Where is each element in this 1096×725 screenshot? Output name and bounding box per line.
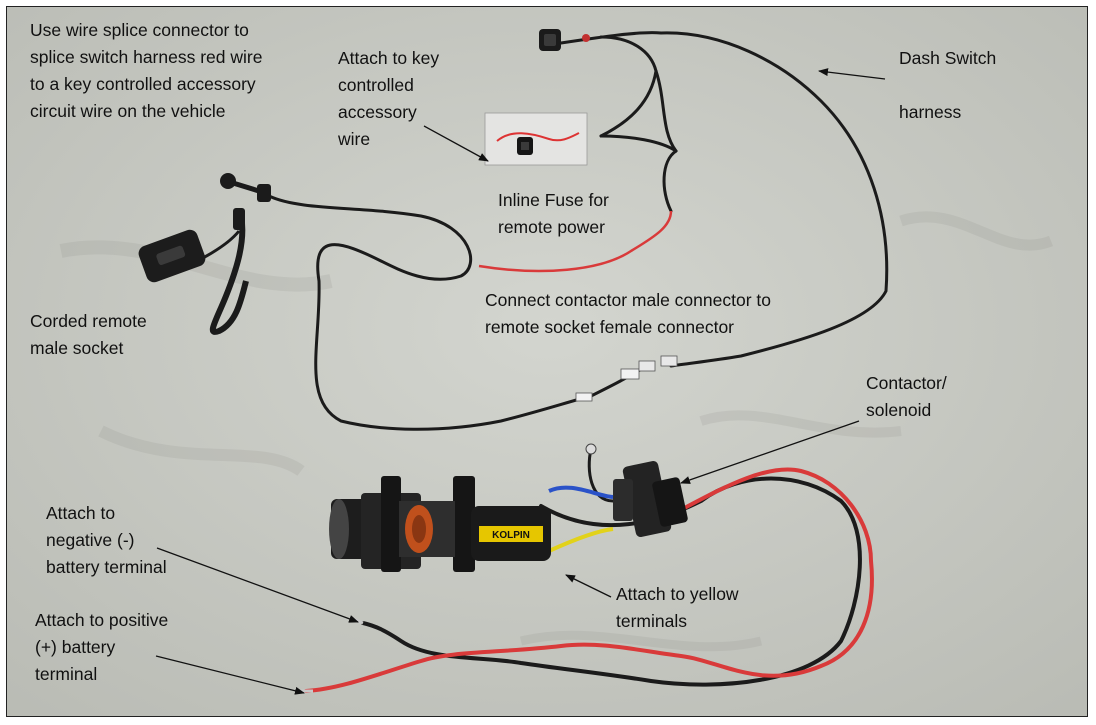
label-corded-remote: Corded remote male socket <box>30 311 147 358</box>
photo-illustration: KOLPIN <box>7 7 1087 716</box>
contactor-solenoid <box>585 443 688 538</box>
annotation-arrows <box>155 68 886 695</box>
label-positive-terminal: Attach to positive (+) battery terminal <box>35 610 169 684</box>
corded-remote-handset <box>138 173 271 335</box>
arrow-dash-switch <box>818 68 886 80</box>
label-contactor-connector: Connect contactor male connector to remo… <box>485 290 771 337</box>
winch-brand-label: KOLPIN <box>492 530 530 541</box>
label-splice-instructions: Use wire splice connector to splice swit… <box>30 20 263 121</box>
arrow-negative <box>156 547 359 623</box>
arrow-contactor <box>680 420 860 484</box>
label-yellow-terminals: Attach to yellow terminals <box>616 584 739 631</box>
label-key-accessory-wire: Attach to key controlled accessory wire <box>338 48 440 149</box>
winch: KOLPIN <box>329 476 551 572</box>
label-dash-switch-harness: Dash Switch harness <box>899 48 997 122</box>
arrow-key-wire <box>423 125 489 162</box>
label-negative-terminal: Attach to negative (-) battery terminal <box>46 503 167 577</box>
red-switch-wire <box>478 210 673 273</box>
battery-cables <box>304 467 874 693</box>
yellow-motor-lead <box>548 527 614 553</box>
photo-frame: KOLPIN <box>6 6 1088 717</box>
remote-connector-pair <box>575 355 678 402</box>
arrow-yellow <box>565 574 612 598</box>
dash-switch-harness <box>559 31 889 368</box>
dash-switch <box>539 29 561 51</box>
harness-terminal-red <box>582 34 590 42</box>
inline-fuse-inset <box>484 112 588 166</box>
blue-motor-lead <box>548 485 614 499</box>
label-contactor-solenoid: Contactor/ solenoid <box>866 373 947 420</box>
label-inline-fuse: Inline Fuse for remote power <box>498 190 609 237</box>
arrow-positive <box>155 655 305 695</box>
